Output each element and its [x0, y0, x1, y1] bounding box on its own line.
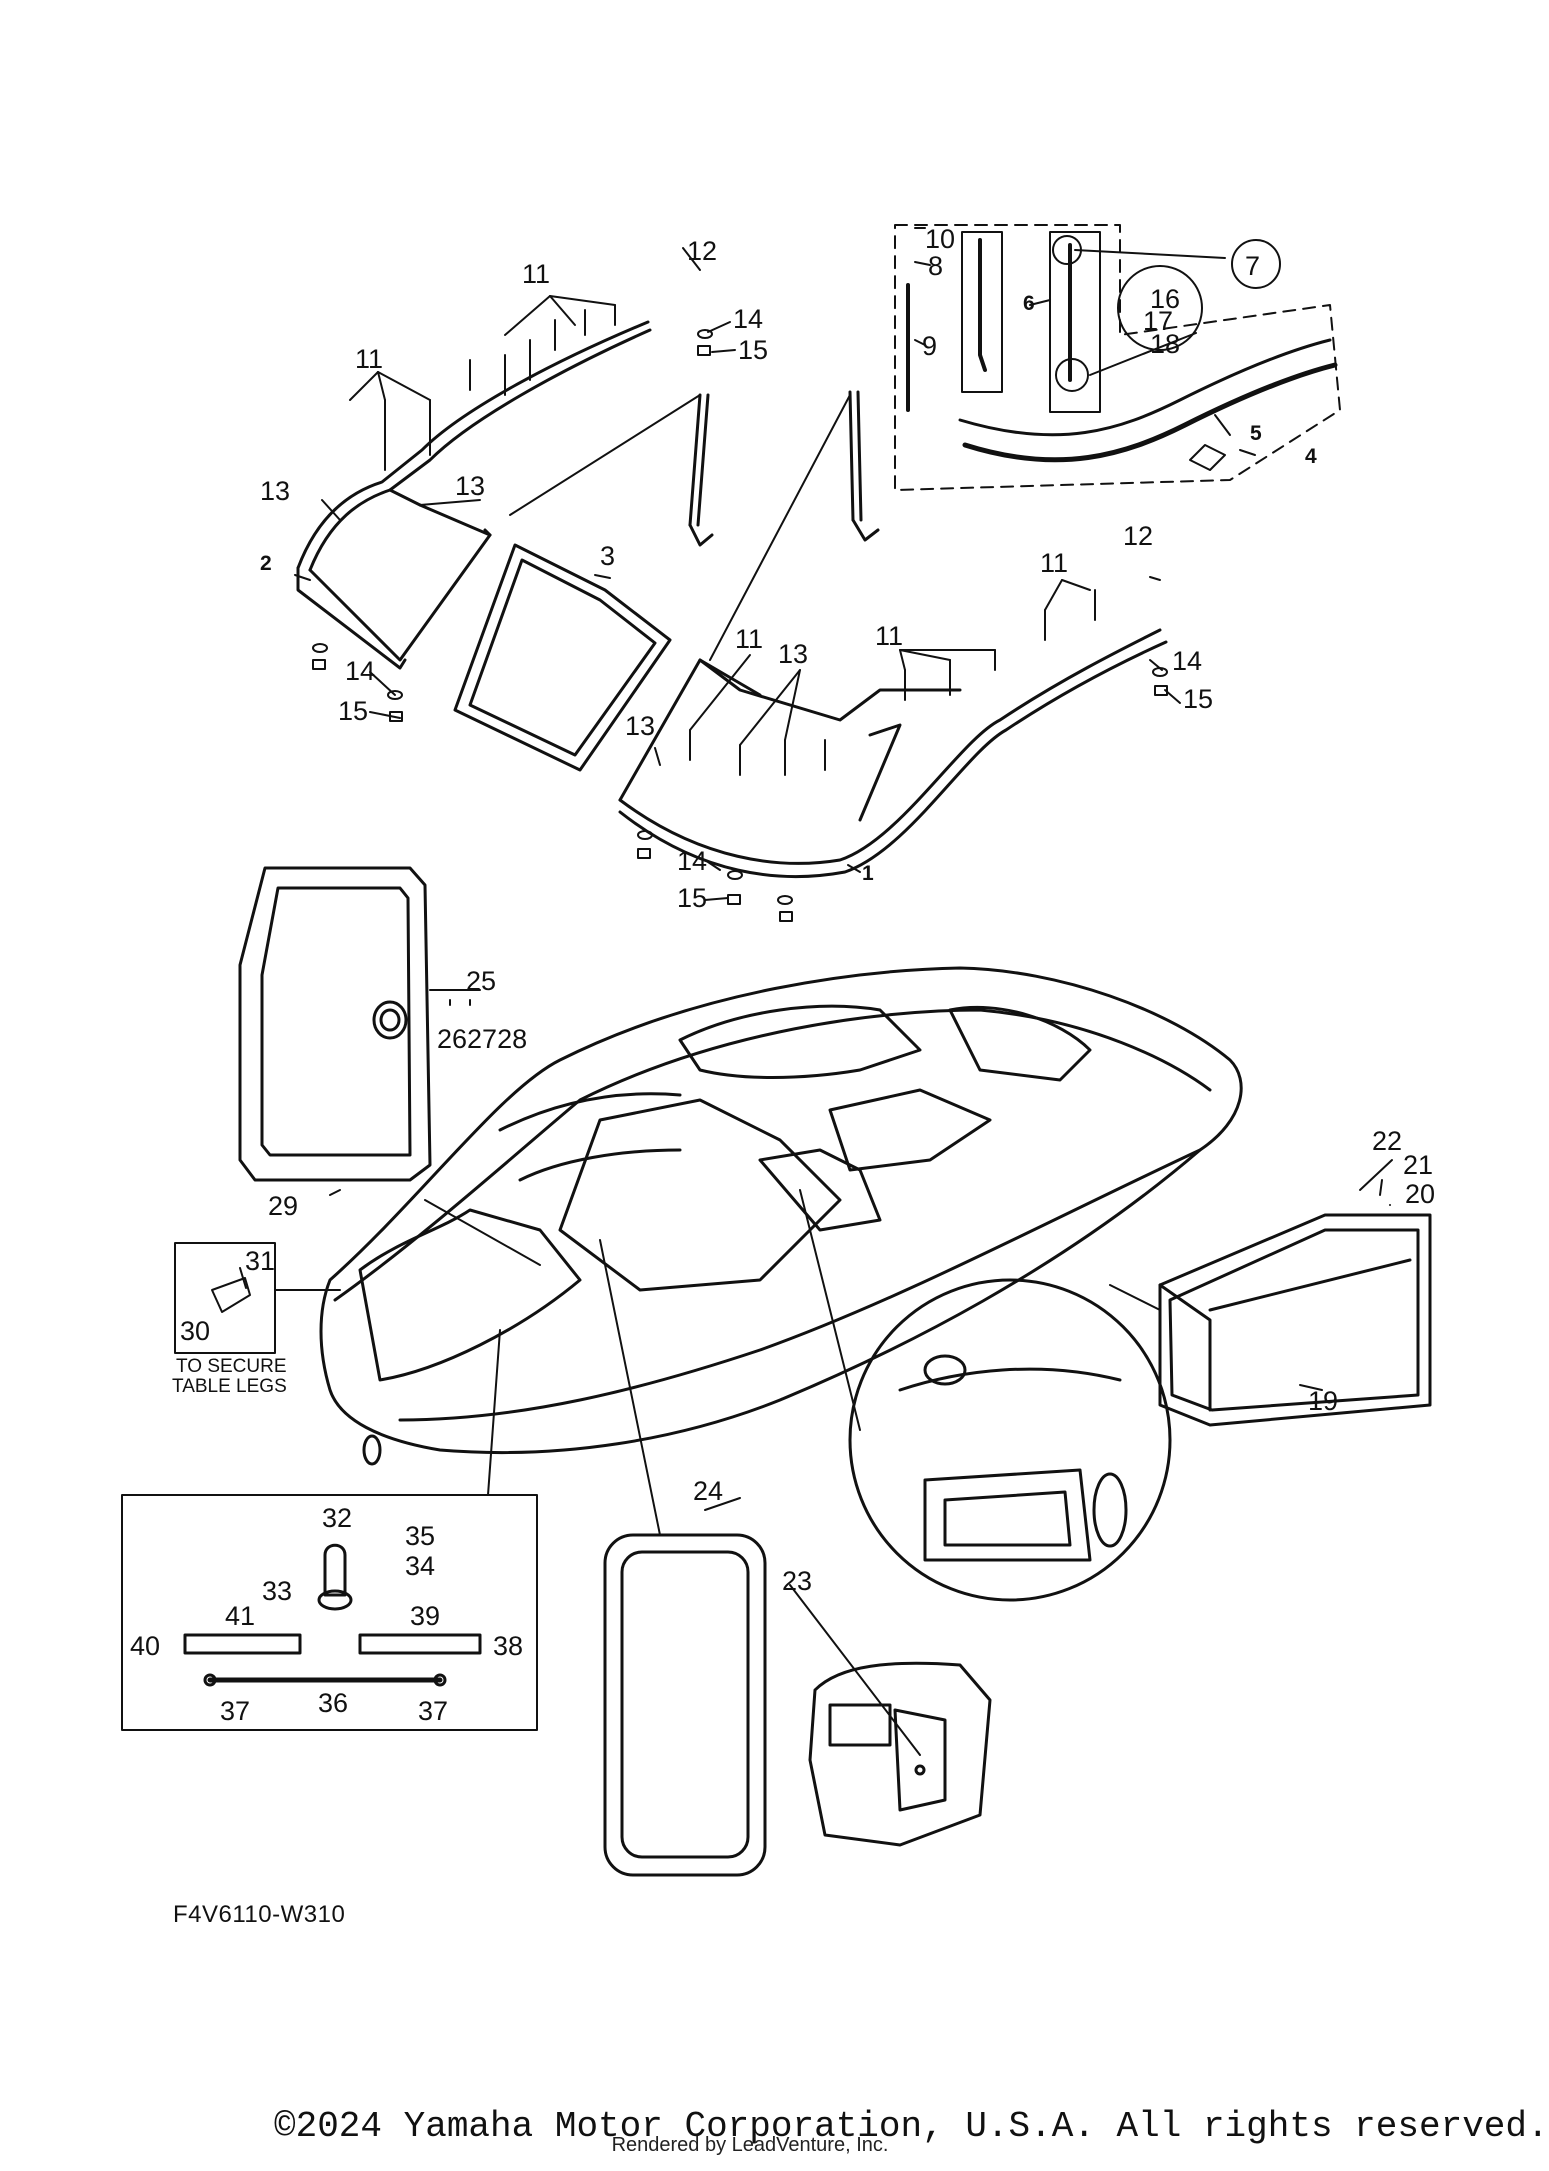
callout-2: 2	[260, 552, 272, 575]
callout-14b: 14	[345, 656, 375, 686]
storage-box	[808, 1661, 992, 1847]
callout-5: 5	[1250, 422, 1262, 445]
leader-lines	[274, 227, 1393, 1756]
part-code: F4V6110-W310	[173, 1901, 345, 1928]
table-leg-inset	[121, 1494, 538, 1731]
rendered-by-credit: Rendered by LeadVenture, Inc.	[611, 2134, 889, 2156]
callout-37a: 37	[220, 1696, 250, 1726]
callout-38: 38	[493, 1631, 523, 1661]
windshield-left	[296, 320, 652, 670]
callout-labels: 1 2 3 4 5 6 7 8 9 10 11 11 11 11 11 12 1…	[130, 224, 1435, 1928]
callout-15b: 15	[338, 696, 368, 726]
windshield-center	[453, 543, 672, 772]
copyright-notice: ©2024 Yamaha Motor Corporation, U.S.A. A…	[274, 2106, 1549, 2147]
hatch-panel	[238, 866, 432, 1182]
callout-14d: 14	[677, 846, 707, 876]
callout-11c: 11	[1040, 548, 1068, 578]
callout-6: 6	[1023, 292, 1035, 315]
callout-4: 4	[1305, 445, 1317, 468]
callout-11d: 11	[875, 621, 903, 651]
callout-36: 36	[318, 1688, 348, 1718]
callout-11b: 11	[355, 344, 383, 374]
callout-13c: 13	[778, 639, 808, 669]
callout-8: 8	[928, 251, 943, 281]
parts-diagram: 1 2 3 4 5 6 7 8 9 10 11 11 11 11 11 12 1…	[121, 224, 1435, 1928]
callout-24: 24	[693, 1476, 723, 1506]
callout-13b: 13	[455, 471, 485, 501]
callout-34: 34	[405, 1551, 435, 1581]
callout-12a: 12	[687, 236, 717, 266]
callout-3: 3	[600, 541, 615, 571]
callout-15d: 15	[677, 883, 707, 913]
callout-41: 41	[225, 1601, 255, 1631]
table-leg-note-box	[174, 1242, 276, 1354]
callout-21: 21	[1403, 1150, 1433, 1180]
callout-1: 1	[862, 862, 874, 885]
callout-31: 31	[245, 1246, 275, 1276]
callout-39: 39	[410, 1601, 440, 1631]
callout-26-27-28: 262728	[437, 1024, 527, 1054]
callout-29: 29	[268, 1191, 298, 1221]
callout-33: 33	[262, 1576, 292, 1606]
callout-15c: 15	[1183, 684, 1213, 714]
callout-11a: 11	[522, 259, 550, 289]
callout-30: 30	[180, 1316, 210, 1346]
callout-25: 25	[466, 966, 496, 996]
callout-15a: 15	[738, 335, 768, 365]
callout-22: 22	[1372, 1126, 1402, 1156]
callout-35: 35	[405, 1521, 435, 1551]
fasteners-11	[384, 304, 1096, 776]
callout-13a: 13	[260, 476, 290, 506]
callout-40: 40	[130, 1631, 160, 1661]
pointer-lines	[424, 394, 1161, 1536]
windshield-right	[618, 628, 1168, 879]
callout-7: 7	[1245, 251, 1260, 281]
callout-32: 32	[322, 1503, 352, 1533]
callout-12b: 12	[1123, 521, 1153, 551]
callout-37b: 37	[418, 1696, 448, 1726]
callout-9: 9	[922, 331, 937, 361]
callout-14a: 14	[733, 304, 763, 334]
note-line-1: TO SECURE	[176, 1356, 287, 1377]
callout-17: 17	[1143, 306, 1173, 336]
callout-14c: 14	[1172, 646, 1202, 676]
callout-19: 19	[1308, 1386, 1338, 1416]
callout-20: 20	[1405, 1179, 1435, 1209]
exploded-view-drawing: 1 2 3 4 5 6 7 8 9 10 11 11 11 11 11 12 1…	[121, 224, 1435, 1928]
magnifier-detail	[848, 1278, 1172, 1602]
boat-hull	[319, 966, 1243, 1466]
callout-11e: 11	[735, 624, 763, 654]
support-struts	[688, 390, 880, 547]
callout-13d: 13	[625, 711, 655, 741]
lid-panel	[603, 1533, 767, 1877]
callout-23: 23	[782, 1566, 812, 1596]
glove-box-frame	[1158, 1213, 1432, 1427]
callout-18: 18	[1150, 329, 1180, 359]
detail-box	[894, 224, 1341, 491]
callout-16: 16	[1150, 284, 1180, 314]
callout-10: 10	[925, 224, 955, 254]
note-line-2: TABLE LEGS	[172, 1376, 287, 1397]
